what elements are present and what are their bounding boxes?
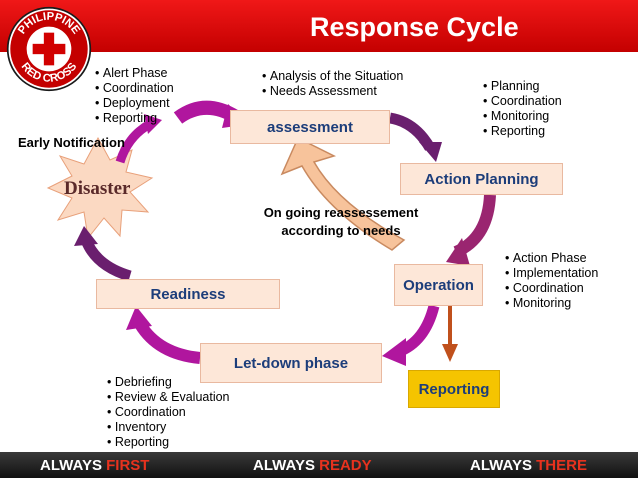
list-item: Monitoring (483, 109, 562, 124)
header-bar (0, 0, 638, 52)
planning-list: Planning Coordination Monitoring Reporti… (483, 79, 562, 139)
disaster-label: Disaster (64, 178, 131, 199)
list-item: Coordination (483, 94, 562, 109)
list-item: Reporting (107, 435, 230, 450)
ongoing-reassessment-label: On going reassessement according to need… (250, 204, 432, 240)
operation-box: Operation (394, 264, 483, 306)
list-item: Monitoring (505, 296, 598, 311)
ongoing-line-2: according to needs (281, 223, 401, 238)
list-item: Deployment (95, 96, 174, 111)
action-planning-box: Action Planning (400, 163, 563, 195)
list-item: Needs Assessment (262, 84, 403, 99)
list-item: Reporting (95, 111, 174, 126)
list-item: Coordination (505, 281, 598, 296)
list-item: Debriefing (107, 375, 230, 390)
analysis-list: Analysis of the Situation Needs Assessme… (262, 69, 403, 99)
list-item: Action Phase (505, 251, 598, 266)
list-item: Reporting (483, 124, 562, 139)
ongoing-line-1: On going reassessement (263, 205, 419, 220)
debriefing-list: Debriefing Review & Evaluation Coordinat… (107, 375, 230, 450)
assessment-box: assessment (230, 110, 390, 144)
reporting-box: Reporting (408, 370, 500, 408)
list-item: Alert Phase (95, 66, 174, 81)
list-item: Analysis of the Situation (262, 69, 403, 84)
arrow-ongoing-reassessment (280, 136, 406, 251)
red-cross-logo-icon: PHILIPPINE RED CROSS (6, 6, 92, 92)
list-item: Review & Evaluation (107, 390, 230, 405)
disaster-burst-icon (46, 136, 154, 240)
list-item: Inventory (107, 420, 230, 435)
list-item: Coordination (107, 405, 230, 420)
list-item: Coordination (95, 81, 174, 96)
early-notification-label: Early Notification (18, 135, 125, 150)
footer-bar: ALWAYS FIRST ALWAYS READY ALWAYS THERE (0, 452, 638, 478)
alert-phase-list: Alert Phase Coordination Deployment Repo… (95, 66, 174, 126)
action-phase-list: Action Phase Implementation Coordination… (505, 251, 598, 311)
readiness-box: Readiness (96, 279, 280, 309)
list-item: Implementation (505, 266, 598, 281)
list-item: Planning (483, 79, 562, 94)
page-title: Response Cycle (310, 12, 519, 42)
arrow-readiness-to-disaster (80, 237, 132, 282)
motto-always-first: ALWAYS FIRST (40, 457, 150, 474)
letdown-phase-box: Let-down phase (200, 343, 382, 383)
arrow-letdown-to-readiness (134, 320, 201, 364)
motto-always-ready: ALWAYS READY (253, 457, 372, 474)
motto-always-there: ALWAYS THERE (470, 457, 587, 474)
